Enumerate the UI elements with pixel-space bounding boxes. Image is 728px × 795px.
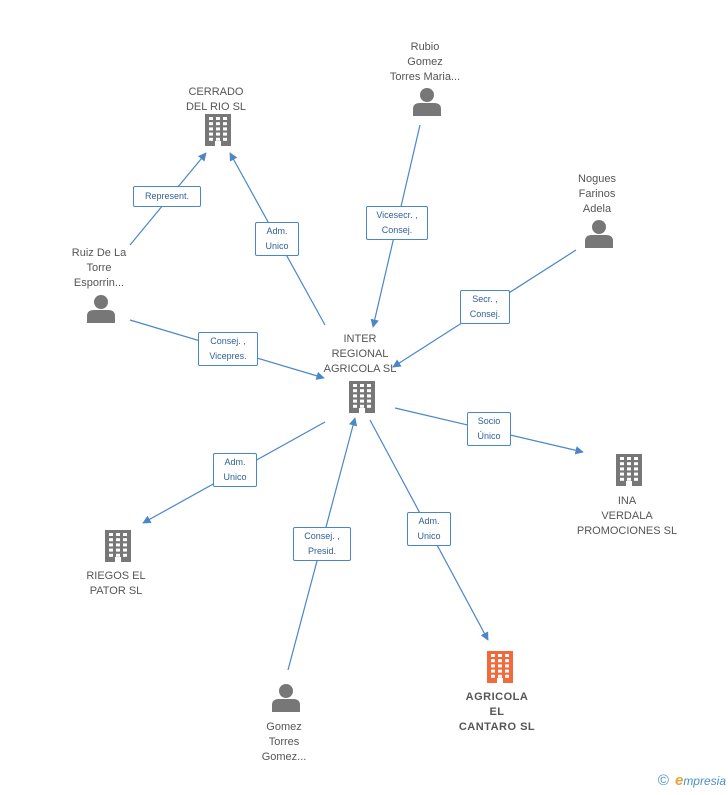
node-label-riegos[interactable]: RIEGOS EL PATOR SL — [86, 570, 146, 597]
node-label-inter[interactable]: INTER REGIONAL AGRICOLA SL — [323, 333, 397, 375]
person-icon-ruiz[interactable] — [87, 295, 115, 323]
company-building-icon-agricola[interactable] — [487, 651, 513, 683]
person-icon-gomez[interactable] — [272, 684, 300, 712]
edge-label-gomez-inter: Consej. , Presid. — [293, 527, 351, 561]
company-building-icon-ina[interactable] — [616, 454, 642, 486]
person-icon-nogues[interactable] — [585, 220, 613, 248]
copyright-icon: © — [657, 772, 669, 789]
company-building-icon-inter[interactable] — [349, 381, 375, 413]
company-building-icon-riegos[interactable] — [105, 530, 131, 562]
node-label-ina[interactable]: INA VERDALA PROMOCIONES SL — [576, 495, 678, 537]
node-label-agricola[interactable]: AGRICOLA EL CANTARO SL — [458, 691, 536, 733]
edge-label-rubio-inter: Vicesecr. , Consej. — [366, 206, 428, 240]
node-label-cerrado[interactable]: CERRADO DEL RIO SL — [185, 86, 247, 113]
brand-logo-text: mpresia — [683, 774, 726, 788]
node-label-ruiz[interactable]: Ruiz De La Torre Esporrin... — [71, 247, 127, 289]
edge-label-inter-ina: Socio Único — [467, 412, 511, 446]
edge-label-ruiz-cerrado: Represent. — [133, 186, 201, 207]
edge-label-nogues-inter: Secr. , Consej. — [460, 290, 510, 324]
edge-label-inter-cerrado: Adm. Unico — [255, 222, 299, 256]
edge-label-inter-agricola: Adm. Unico — [407, 512, 451, 546]
node-label-nogues[interactable]: Nogues Farinos Adela — [578, 173, 616, 215]
node-label-gomez[interactable]: Gomez Torres Gomez... — [261, 721, 307, 763]
node-label-rubio[interactable]: Rubio Gomez Torres Maria... — [389, 41, 461, 83]
brand-logo-initial: e — [674, 772, 684, 789]
edge-label-ruiz-inter: Consej. , Vicepres. — [198, 332, 258, 366]
empresia-watermark: © empresia — [658, 772, 726, 789]
edge-label-inter-riegos: Adm. Unico — [213, 453, 257, 487]
person-icon-rubio[interactable] — [413, 88, 441, 116]
company-building-icon-cerrado[interactable] — [205, 114, 231, 146]
